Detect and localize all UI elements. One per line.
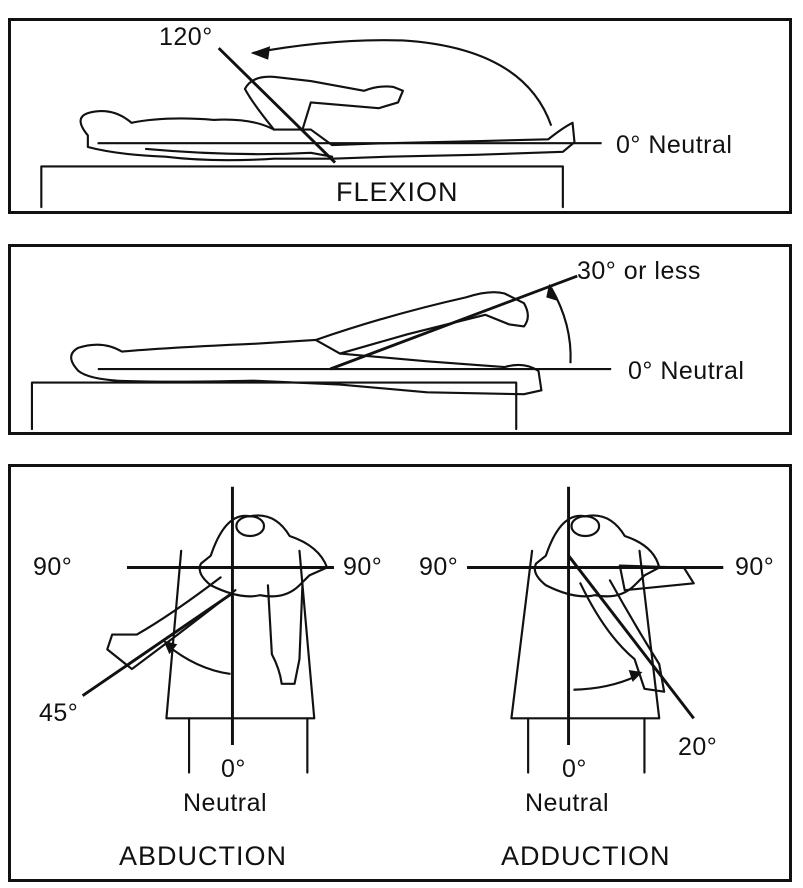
patient-figure bbox=[70, 338, 543, 396]
patient-figure bbox=[79, 110, 576, 162]
flexion-illustration bbox=[40, 39, 602, 209]
abduction-neutral-label: Neutral bbox=[183, 789, 268, 817]
adduction-left-90-label: 90° bbox=[419, 553, 459, 581]
abduction-zero-label: 0° bbox=[221, 755, 246, 783]
extension-angle-line bbox=[329, 274, 578, 371]
abduction-angle-label: 45° bbox=[39, 699, 79, 727]
abduction-right-90-label: 90° bbox=[343, 553, 383, 581]
flexion-panel: 120° 0° Neutral FLEXION bbox=[8, 18, 792, 214]
flexion-arc bbox=[252, 39, 553, 127]
abduction-adduction-panel: 90° 90° 45° 0° Neutral ABDUCTION 90° 90°… bbox=[8, 464, 792, 882]
adduction-angle-line bbox=[567, 554, 695, 720]
flexion-caption: FLEXION bbox=[336, 177, 459, 207]
arrowhead-icon bbox=[250, 46, 271, 60]
flexion-angle-line bbox=[217, 47, 337, 164]
abduction-figure bbox=[81, 486, 334, 774]
abduction-angle-line bbox=[81, 591, 234, 697]
extension-angle-label: 30° or less bbox=[577, 257, 701, 285]
abduction-left-90-label: 90° bbox=[33, 553, 73, 581]
extension-illustration bbox=[30, 274, 612, 431]
adduction-angle-label: 20° bbox=[678, 733, 718, 761]
abduction-caption: ABDUCTION bbox=[119, 841, 288, 871]
abduction-arc bbox=[165, 643, 231, 676]
abduction-adduction-illustration bbox=[81, 486, 724, 774]
extension-panel: 30° or less 0° Neutral bbox=[8, 244, 792, 435]
adduction-caption: ADDUCTION bbox=[501, 841, 671, 871]
arrowhead-icon bbox=[628, 670, 643, 682]
adduction-neutral-label: Neutral bbox=[525, 789, 610, 817]
adduction-figure bbox=[467, 486, 724, 774]
arrowhead-icon bbox=[163, 640, 178, 655]
adduction-zero-label: 0° bbox=[562, 755, 587, 783]
adduction-right-90-label: 90° bbox=[735, 553, 775, 581]
flexion-angle-label: 120° bbox=[159, 23, 213, 51]
adduction-arc bbox=[573, 674, 638, 691]
arrowhead-icon bbox=[546, 283, 559, 302]
extension-neutral-label: 0° Neutral bbox=[628, 357, 745, 385]
flexion-neutral-label: 0° Neutral bbox=[616, 131, 733, 159]
